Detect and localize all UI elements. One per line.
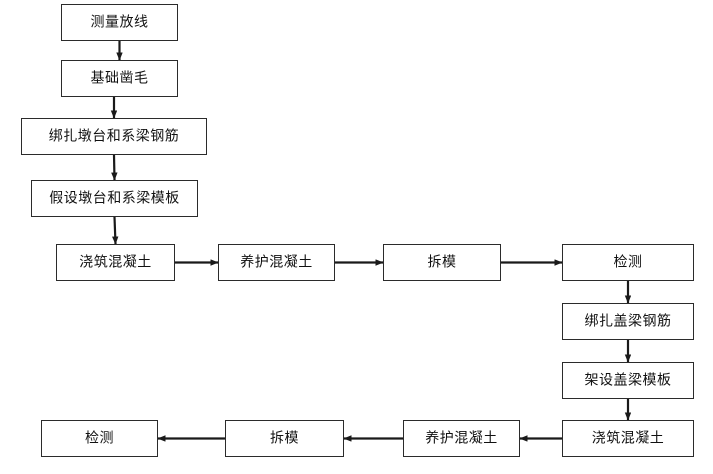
node-remove-formwork-pier[interactable]: 拆模 (383, 244, 501, 281)
node-foundation-chiseling[interactable]: 基础凿毛 (61, 60, 178, 97)
node-label: 拆模 (427, 254, 457, 270)
node-label: 绑扎盖梁钢筋 (584, 313, 672, 329)
node-label: 拆模 (270, 430, 299, 446)
node-label: 养护混凝土 (425, 430, 498, 446)
node-label: 基础凿毛 (90, 70, 149, 86)
node-cure-concrete-pier[interactable]: 养护混凝土 (218, 244, 335, 281)
node-pour-concrete-pier[interactable]: 浇筑混凝土 (56, 244, 175, 281)
node-label: 假设墩台和系梁模板 (49, 190, 180, 206)
node-cure-concrete-cap-beam[interactable]: 养护混凝土 (403, 420, 520, 457)
node-erect-cap-beam-formwork[interactable]: 架设盖梁模板 (562, 362, 694, 399)
node-inspection-pier[interactable]: 检测 (562, 244, 694, 281)
node-bind-pier-tie-beam-rebar[interactable]: 绑扎墩台和系梁钢筋 (21, 118, 207, 155)
node-inspection-cap-beam[interactable]: 检测 (41, 420, 158, 457)
flow-arrow (111, 154, 118, 181)
node-erect-pier-tie-beam-formwork[interactable]: 假设墩台和系梁模板 (31, 180, 198, 217)
node-label: 测量放线 (90, 14, 149, 30)
node-label: 架设盖梁模板 (584, 372, 672, 388)
node-label: 检测 (85, 430, 114, 446)
node-pour-concrete-cap-beam[interactable]: 浇筑混凝土 (562, 420, 694, 457)
node-label: 养护混凝土 (240, 254, 313, 270)
node-remove-formwork-cap-beam[interactable]: 拆模 (225, 420, 344, 457)
node-label: 检测 (613, 254, 643, 270)
node-measure-layout[interactable]: 测量放线 (61, 4, 178, 41)
node-bind-cap-beam-rebar[interactable]: 绑扎盖梁钢筋 (562, 303, 694, 340)
node-label: 浇筑混凝土 (79, 254, 152, 270)
node-label: 绑扎墩台和系梁钢筋 (48, 128, 180, 144)
flow-arrow (112, 216, 119, 245)
node-label: 浇筑混凝土 (591, 430, 665, 446)
